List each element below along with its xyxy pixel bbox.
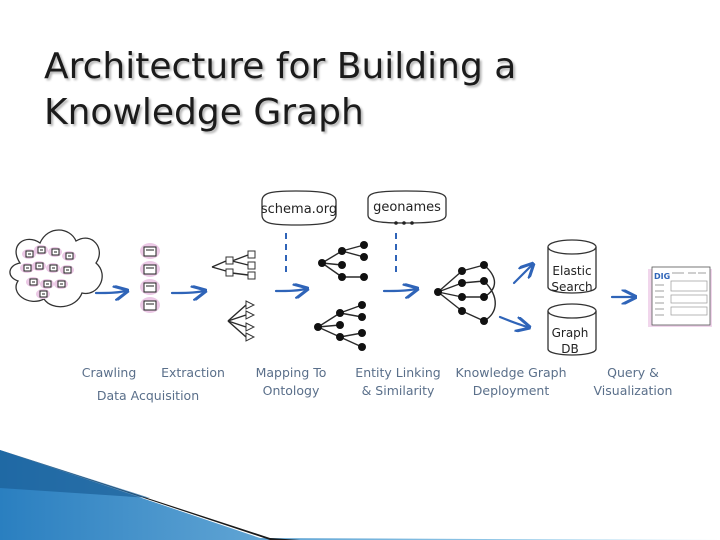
elastic-label-line1: Elastic — [552, 264, 591, 278]
label-query-line1: Query & — [607, 365, 659, 380]
schema-org-bubble: schema.org — [261, 190, 337, 226]
arrow-elastic — [512, 265, 532, 285]
graphdb-label-line2: DB — [561, 342, 578, 356]
label-mapping-line2: Ontology — [263, 383, 320, 398]
page-icon — [143, 264, 157, 275]
dig-app-thumbnail: DIG — [648, 266, 712, 327]
label-deploy-line1: Knowledge Graph — [455, 365, 566, 380]
architecture-diagram: schema.org geonames Elastic Search Graph… — [9, 190, 712, 403]
graphdb-label-line1: Graph — [552, 326, 589, 340]
page-icon — [143, 282, 157, 293]
label-mapping-line1: Mapping To — [256, 365, 327, 380]
arrow-map — [274, 289, 306, 291]
label-deploy-line2: Deployment — [473, 383, 550, 398]
label-data-acquisition: Data Acquisition — [97, 388, 199, 403]
slide-title: Architecture for Building a Knowledge Gr… — [44, 44, 516, 136]
label-query-line2: Visualization — [594, 383, 673, 398]
page-icon — [143, 246, 157, 257]
arrow-graphdb — [498, 315, 528, 327]
elastic-label-line2: Search — [551, 280, 592, 294]
web-cloud-icon — [9, 229, 103, 308]
knowledge-graph-icon — [434, 261, 496, 325]
graph-db: Graph DB — [547, 303, 597, 356]
schema-org-label: schema.org — [261, 202, 337, 217]
page-icon — [143, 300, 157, 311]
decorative-wedge — [0, 450, 720, 540]
title-line-2: Knowledge Graph — [44, 92, 364, 133]
linked-entities-icon — [314, 241, 368, 351]
geonames-label: geonames — [373, 200, 441, 215]
geonames-bubble: geonames — [367, 190, 447, 225]
arrow-link — [382, 289, 416, 291]
arrow-extract — [170, 291, 204, 293]
label-linking-line1: Entity Linking — [355, 365, 440, 380]
extraction-pages-icon — [140, 243, 160, 313]
flow-arrows — [94, 265, 634, 327]
label-linking-line2: & Similarity — [362, 383, 435, 398]
elastic-search-db: Elastic Search — [547, 239, 597, 294]
mapping-trees-icon — [211, 250, 256, 342]
label-extraction: Extraction — [161, 365, 225, 380]
label-crawling: Crawling — [82, 365, 137, 380]
dig-logo: DIG — [654, 272, 670, 281]
stage-labels: Crawling Extraction Data Acquisition Map… — [82, 365, 673, 403]
title-line-1: Architecture for Building a — [44, 46, 517, 87]
arrow-crawl — [94, 291, 126, 293]
